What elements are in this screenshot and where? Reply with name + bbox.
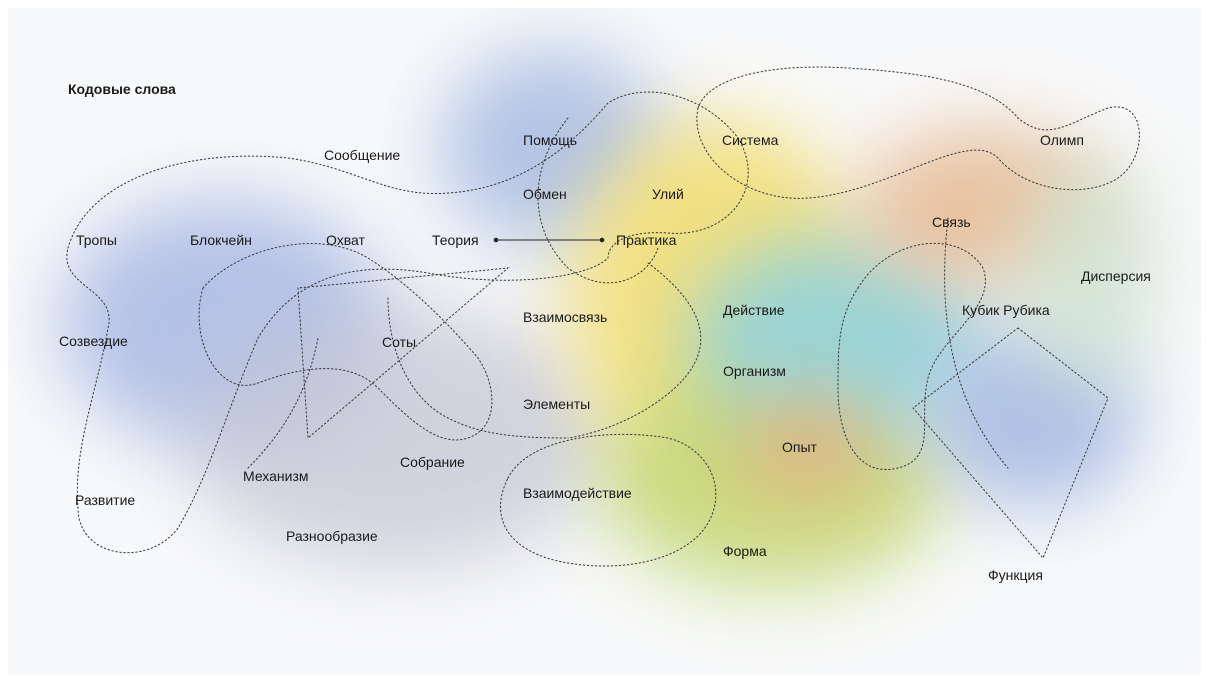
- theory-practice-arrow: [493, 237, 605, 243]
- dotted-outline-soobshchenie: [66, 91, 749, 554]
- word-tropy: Тропы: [76, 232, 117, 248]
- word-sozvezdie: Созвездие: [59, 333, 128, 349]
- dotted-polygon-funktsiya: [912, 327, 1109, 559]
- orange-blob: [738, 398, 878, 498]
- word-mekhanizm: Механизм: [243, 468, 309, 484]
- chart-title: Кодовые слова: [68, 81, 176, 97]
- word-dispersiya: Дисперсия: [1081, 268, 1151, 284]
- word-soobshchenie: Сообщение: [324, 147, 401, 163]
- dotted-line-svyaz-down: [944, 217, 1009, 469]
- dotted-line-praktika-organizm: [567, 262, 702, 439]
- word-kubik: Кубик Рубика: [962, 302, 1050, 318]
- word-funktsiya: Функция: [988, 567, 1043, 583]
- word-okhvat: Охват: [326, 232, 365, 248]
- word-vzaimosvyaz: Взаимосвязь: [523, 309, 608, 325]
- dotted-connections: [66, 66, 1140, 567]
- dotted-polygon-kubik: [297, 267, 510, 440]
- word-uliy: Улий: [652, 186, 684, 202]
- dotted-outline-svyaz: [837, 242, 986, 470]
- word-sobranie: Собрание: [400, 454, 465, 470]
- word-teoriya: Теория: [432, 232, 479, 248]
- word-elementy: Элементы: [523, 396, 591, 412]
- word-olimp: Олимп: [1040, 132, 1084, 148]
- dotted-outline-blokcheyn: [198, 243, 493, 441]
- word-blockchain: Блокчейн: [190, 232, 252, 248]
- grey-ribbon-blob: [188, 308, 608, 568]
- word-praktika: Практика: [616, 232, 677, 248]
- dotted-outline-sistema: [696, 66, 1140, 199]
- dotted-line-soty-sobranie: [387, 297, 569, 439]
- word-deystvie: Действие: [723, 302, 785, 318]
- word-svyaz: Связь: [932, 214, 971, 230]
- word-forma: Форма: [723, 543, 767, 559]
- word-vzaimodeystvie: Взаимодействие: [523, 485, 632, 501]
- dotted-line-mekhanizm: [247, 337, 319, 469]
- word-razvitie: Развитие: [75, 492, 136, 508]
- word-soty: Соты: [382, 334, 417, 350]
- word-organizm: Организм: [723, 363, 786, 379]
- word-opyt: Опыт: [782, 439, 817, 455]
- dotted-outline-vzaimodeystvie: [500, 433, 717, 567]
- word-pomoshch: Помощь: [523, 132, 578, 148]
- word-obmen: Обмен: [523, 186, 567, 202]
- mint-blob-right: [1018, 158, 1158, 388]
- word-raznoobrazie: Разнообразие: [286, 528, 378, 544]
- word-sistema: Система: [722, 132, 779, 148]
- diagram-panel: Кодовые слова Тропы Блокчейн Охват Теори…: [8, 8, 1201, 674]
- dotted-line-uliy-vzaimosvyaz: [537, 117, 659, 284]
